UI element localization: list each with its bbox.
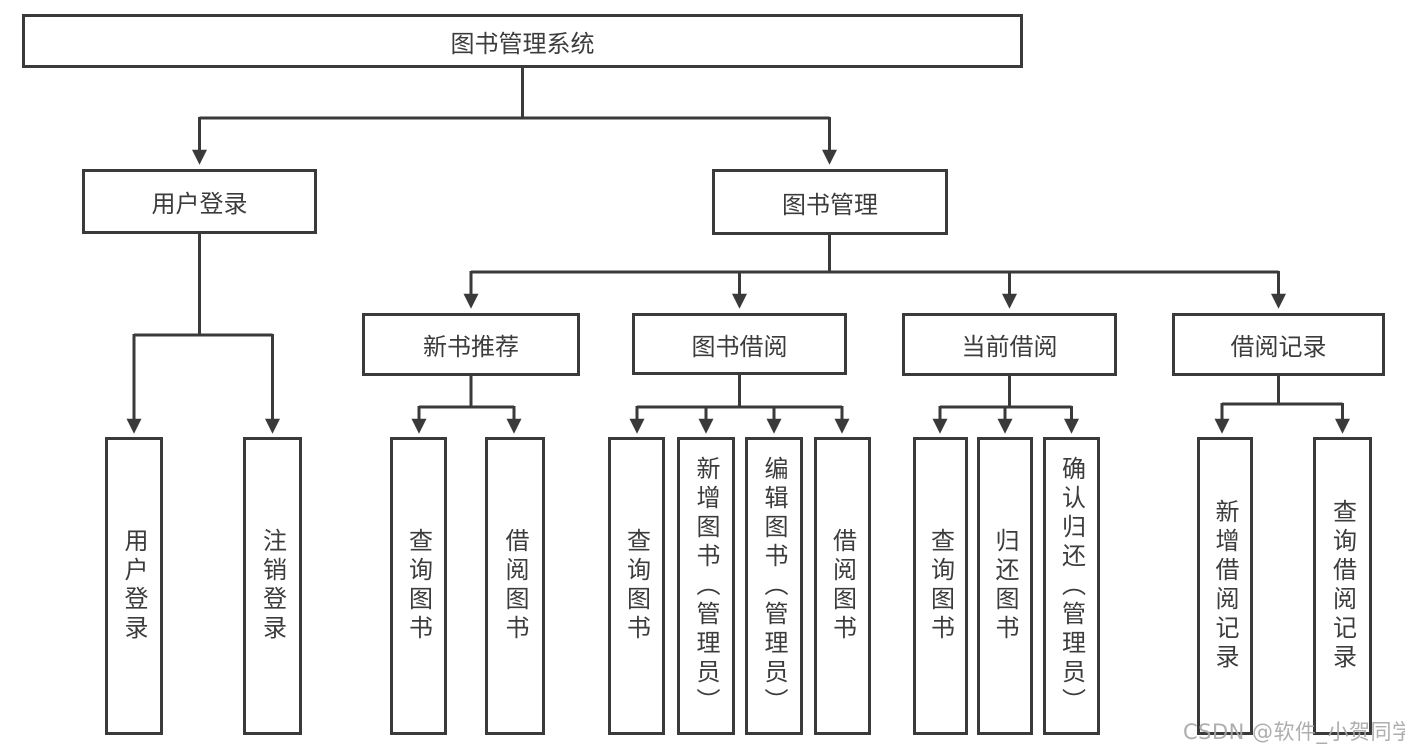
- leaf-query-borrow-record: 查询借阅记录: [1313, 437, 1372, 735]
- leaf-return-book: 归还图书: [977, 437, 1033, 735]
- node-borrow-records: 借阅记录: [1172, 313, 1385, 376]
- node-label: 查询图书: [622, 528, 651, 644]
- leaf-borrow-book: 借阅图书: [814, 437, 871, 735]
- node-label: 编辑图书（管理员）: [760, 455, 788, 717]
- node-current-borrow: 当前借阅: [902, 313, 1117, 376]
- leaf-confirm-return-admin: 确认归还（管理员）: [1043, 437, 1100, 735]
- node-label: 借阅记录: [1230, 333, 1327, 361]
- node-label: 查询借阅记录: [1328, 499, 1357, 673]
- node-label: 图书管理: [782, 190, 878, 219]
- csdn-watermark: CSDN @软件_小贺同学: [1183, 720, 1405, 744]
- node-label: 注销登录: [258, 528, 287, 644]
- node-label: 查询图书: [926, 528, 955, 644]
- node-label: 当前借阅: [961, 333, 1058, 361]
- leaf-user-login: 用户登录: [105, 437, 163, 735]
- node-label: 归还图书: [991, 528, 1019, 644]
- leaf-logout-login: 注销登录: [243, 437, 302, 735]
- node-label: 图书管理系统: [450, 29, 595, 58]
- node-label: 用户登录: [151, 190, 248, 218]
- leaf-edit-book-admin: 编辑图书（管理员）: [745, 437, 803, 735]
- leaf-add-borrow-record: 新增借阅记录: [1197, 437, 1253, 735]
- node-new-book-recommend: 新书推荐: [362, 313, 580, 376]
- leaf-borrow-book-recommend: 借阅图书: [485, 437, 545, 735]
- node-book-borrow: 图书借阅: [632, 313, 847, 375]
- node-label: 查询图书: [404, 528, 433, 644]
- node-root-library-system: 图书管理系统: [22, 14, 1023, 68]
- node-label: 新增借阅记录: [1211, 499, 1239, 673]
- node-label: 图书借阅: [691, 332, 788, 361]
- node-label: 新增图书（管理员）: [692, 455, 720, 717]
- node-label: 新书推荐: [423, 333, 519, 361]
- node-label: 借阅图书: [501, 528, 529, 644]
- node-book-management: 图书管理: [712, 169, 948, 235]
- node-label: 借阅图书: [828, 528, 857, 644]
- node-user-login: 用户登录: [82, 169, 317, 234]
- leaf-query-current-borrow: 查询图书: [913, 437, 968, 735]
- node-label: 用户登录: [120, 528, 148, 644]
- leaf-add-book-admin: 新增图书（管理员）: [677, 437, 735, 735]
- node-label: 确认归还（管理员）: [1057, 455, 1086, 717]
- leaf-query-book-borrow: 查询图书: [608, 437, 665, 735]
- leaf-query-book-recommend: 查询图书: [390, 437, 447, 735]
